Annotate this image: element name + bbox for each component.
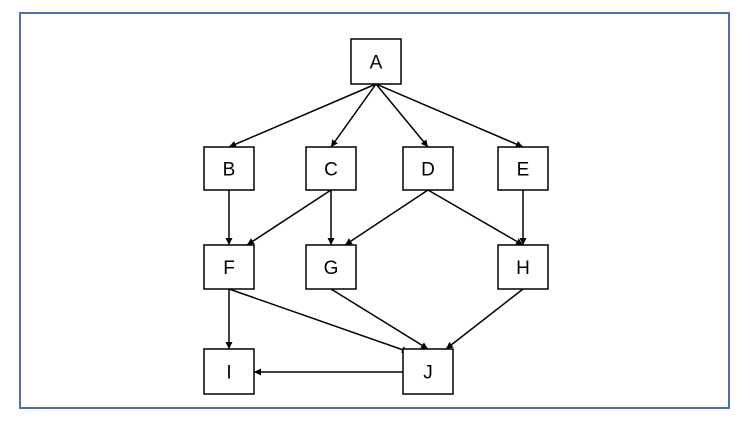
node-box-b — [203, 146, 255, 191]
node-label-f: F — [223, 258, 235, 279]
node-box-j — [402, 348, 454, 395]
edge-d-to-g — [344, 189, 429, 246]
node-label-h: H — [516, 258, 530, 279]
node-label-a: A — [370, 53, 383, 74]
node-box-a — [350, 38, 402, 85]
node-box-h — [497, 244, 549, 290]
node-g: G — [305, 244, 357, 290]
node-e: E — [497, 146, 549, 191]
node-a: A — [350, 38, 402, 85]
edge-a-to-d — [375, 83, 429, 148]
node-label-b: B — [223, 160, 236, 181]
edge-f-to-j — [228, 288, 410, 353]
node-label-c: C — [324, 160, 338, 181]
node-box-f — [203, 244, 255, 290]
node-label-e: E — [517, 160, 530, 181]
node-j: J — [402, 348, 454, 395]
edge-h-to-j — [445, 288, 524, 350]
node-box-d — [402, 146, 454, 191]
node-label-d: D — [421, 160, 435, 181]
node-f: F — [203, 244, 255, 290]
edge-a-to-e — [375, 83, 524, 148]
edge-d-to-h — [427, 189, 524, 246]
edges-layer — [225, 83, 527, 376]
edge-a-to-b — [228, 83, 377, 148]
edge-g-to-j — [330, 288, 429, 350]
node-h: H — [497, 244, 549, 290]
nodes-layer: A B C D E F G H I J — [203, 38, 549, 395]
node-box-e — [497, 146, 549, 191]
node-box-g — [305, 244, 357, 290]
edge-c-to-f — [246, 189, 332, 246]
node-box-i — [203, 348, 255, 395]
node-b: B — [203, 146, 255, 191]
node-box-c — [305, 146, 357, 191]
node-i: I — [203, 348, 255, 395]
node-label-i: I — [226, 363, 231, 384]
node-c: C — [305, 146, 357, 191]
node-label-g: G — [324, 258, 339, 279]
edge-a-to-c — [330, 83, 377, 148]
node-label-j: J — [423, 363, 433, 384]
node-d: D — [402, 146, 454, 191]
